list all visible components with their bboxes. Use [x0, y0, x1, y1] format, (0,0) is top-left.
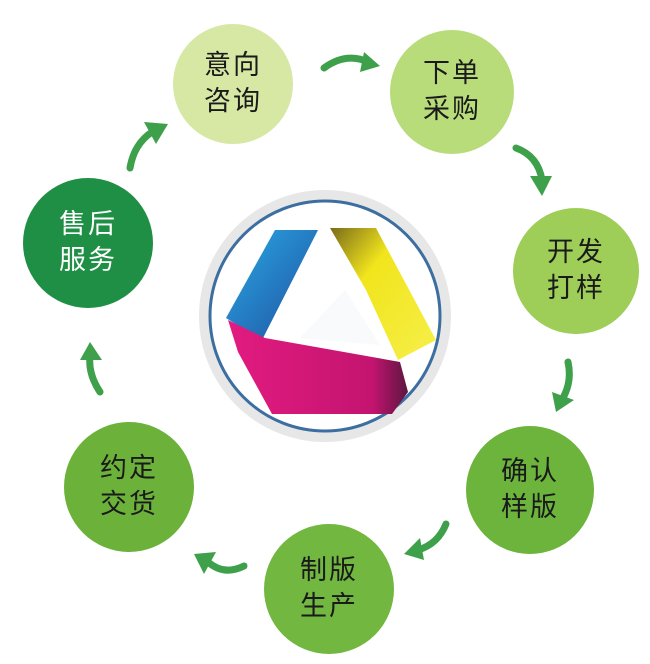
step-intent-consult: 意向 咨询	[173, 24, 293, 144]
arrow-icon	[320, 52, 380, 72]
step-label-line2: 咨询	[204, 86, 262, 117]
step-label-line2: 采购	[423, 94, 481, 125]
step-develop-sample: 开发 打样	[513, 208, 639, 334]
step-label-line2: 交货	[100, 489, 158, 520]
step-label-line1: 开发	[547, 237, 605, 268]
step-label-line1: 下单	[423, 58, 481, 89]
arrow-icon	[80, 342, 104, 396]
arrow-icon	[404, 520, 450, 560]
step-confirm-sample: 确认 样版	[466, 426, 594, 554]
step-label-line2: 生产	[300, 591, 358, 622]
step-label-line1: 约定	[100, 453, 158, 484]
step-after-sales-service: 售后 服务	[23, 178, 153, 308]
step-label-line1: 确认	[501, 456, 559, 487]
step-order-purchase: 下单 采购	[390, 30, 514, 154]
logo-magenta-band	[228, 320, 408, 414]
arrow-icon	[194, 552, 248, 574]
step-label-line2: 服务	[59, 245, 117, 276]
step-label-line2: 样版	[501, 492, 559, 523]
step-label-line1: 制版	[300, 555, 358, 586]
step-label-line1: 意向	[204, 50, 262, 81]
arrow-icon	[126, 122, 168, 172]
arrow-icon	[552, 358, 574, 412]
logo-yellow-band	[330, 228, 436, 360]
step-label-line2: 打样	[547, 273, 605, 304]
arrow-icon	[512, 144, 552, 196]
step-agree-delivery: 约定 交货	[64, 422, 194, 552]
step-plate-production: 制版 生产	[264, 524, 394, 654]
step-label-line1: 售后	[59, 209, 117, 240]
logo-cyan-band	[226, 230, 318, 340]
